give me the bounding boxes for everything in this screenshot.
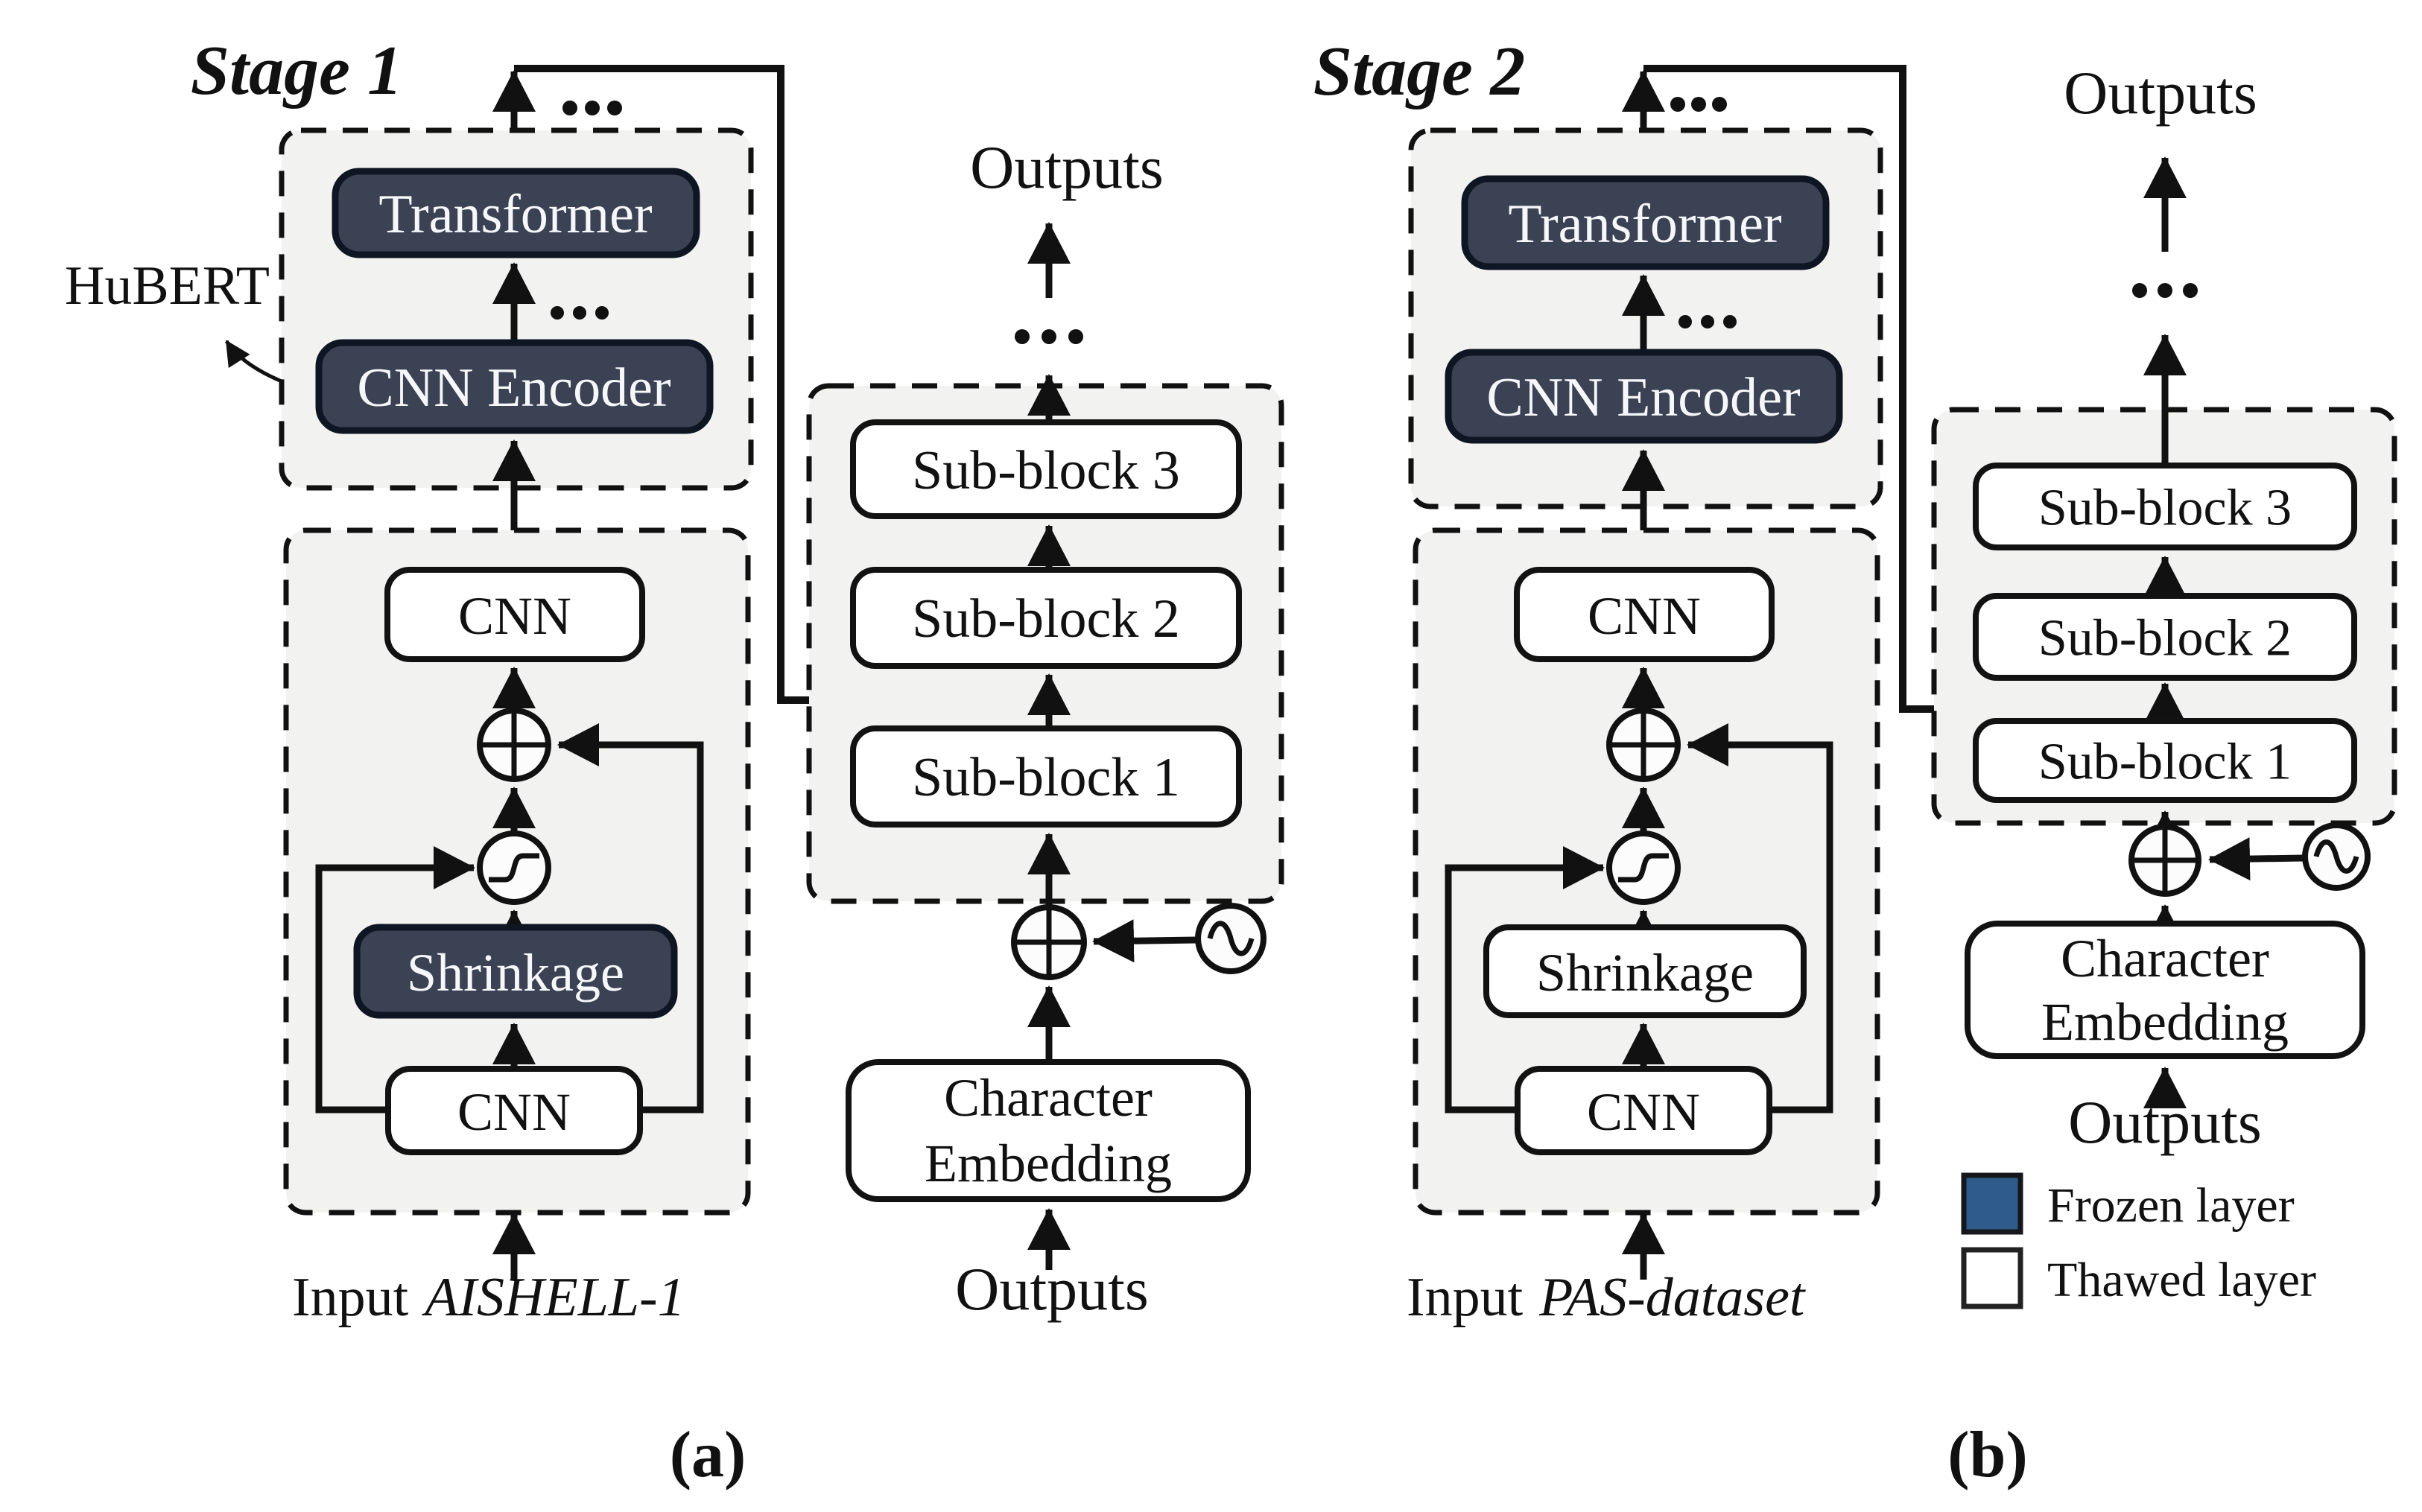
stage2-cnn-bottom-label: CNN (1587, 1082, 1700, 1142)
decoder-a-sub-block-2-box (850, 567, 1242, 669)
stage1-transformer-label: Transformer (378, 184, 652, 245)
decoder-b-sub-block-1-box (1973, 718, 2357, 803)
stage1-right-skip-connection (557, 723, 704, 1114)
stage1-shrinkage-box (353, 924, 678, 1019)
decoder-b-outputs-top: Outputs (2064, 59, 2257, 127)
sigmoid-node-icon (1606, 830, 1681, 905)
decoder-b-outputs-bottom: Outputs (2068, 1088, 2262, 1156)
decoder-a-sub-block-2-label: Sub-block 2 (912, 588, 1180, 649)
stage1-left-skip-connection (315, 846, 475, 1114)
stage1-transformer-box (332, 168, 700, 258)
stage2-cnn-top-box (1514, 567, 1775, 662)
stage1-cnn-top-box (384, 567, 645, 662)
positional-encoding-icon (2302, 822, 2371, 891)
pe-to-add-arrow (2208, 837, 2304, 881)
caption-a: (a) (670, 1419, 746, 1491)
stage2-transformer-label: Transformer (1508, 194, 1781, 255)
decoder-b-sub-block-3-label: Sub-block 3 (2038, 480, 2292, 537)
positional-encoding-icon (1195, 903, 1267, 974)
stage2-shrinkage-box (1483, 924, 1807, 1018)
hubert-pointer-arrow-icon (224, 340, 282, 384)
legend-thawed-swatch (1961, 1247, 2023, 1309)
stage1-shrinkage-label: Shrinkage (407, 943, 624, 1003)
decoder-a-sub-block-1-box (850, 725, 1242, 828)
decoder-b-char-embedding-line1: Character (2061, 929, 2269, 988)
add-node-icon (477, 708, 551, 782)
stage2-title: Stage 2 (1313, 33, 1526, 110)
stage2-input-dataset: PAS-dataset (1538, 1267, 1807, 1328)
legend-frozen-label: Frozen layer (2047, 1178, 2295, 1233)
stage2-left-skip-connection (1445, 846, 1605, 1114)
decoder-b-char-embedding-box (1965, 921, 2365, 1059)
add-node-icon (2128, 824, 2201, 897)
decoder-a-sub-block-1-label: Sub-block 1 (912, 747, 1180, 808)
decoder-a-char-embedding-line2: Embedding (925, 1134, 1172, 1193)
decoder-a-char-embedding-box (846, 1059, 1251, 1202)
stage1-title: Stage 1 (191, 32, 403, 109)
stage1-input-prefix: Input (292, 1267, 409, 1328)
add-node-icon (1606, 708, 1681, 782)
stage1-cnn-top-label: CNN (458, 586, 571, 646)
decoder-a-sub-block-3-box (850, 419, 1242, 519)
stage2-right-skip-connection (1687, 723, 1833, 1114)
ellipsis-icon (2132, 283, 2198, 298)
stage1-input-dataset: AISHELL-1 (421, 1267, 685, 1328)
ellipsis-icon (1015, 329, 1083, 344)
stage2-cnn-encoder-label: CNN Encoder (1486, 367, 1800, 428)
decoder-b-sub-block-2-label: Sub-block 2 (2038, 610, 2292, 667)
stage2-cnn-encoder-box (1445, 349, 1843, 444)
hubert-annotation-label: HuBERT (65, 255, 270, 317)
stage1-cnn-encoder-box (315, 339, 714, 434)
stage2-cnn-top-label: CNN (1588, 586, 1701, 646)
ellipsis-icon (1670, 97, 1727, 112)
legend-frozen-swatch (1961, 1172, 2023, 1235)
decoder-b-char-embedding-line2: Embedding (2041, 992, 2289, 1052)
decoder-b-sub-block-3-box (1973, 463, 2357, 550)
caption-b: (b) (1947, 1419, 2028, 1491)
decoder-b-sub-block-1-label: Sub-block 1 (2038, 734, 2292, 791)
decoder-a-outputs-top: Outputs (970, 133, 1164, 201)
ellipsis-icon (551, 306, 609, 320)
stage1-cnn-bottom-label: CNN (457, 1082, 571, 1142)
stage1-cnn-encoder-label: CNN Encoder (357, 358, 671, 419)
stage2-input-prefix: Input (1407, 1267, 1524, 1328)
ellipsis-icon (562, 101, 622, 115)
legend-thawed-label: Thawed layer (2047, 1253, 2316, 1307)
pe-to-add-arrow (1092, 919, 1197, 963)
sigmoid-node-icon (477, 830, 551, 905)
stage2-transformer-box (1461, 175, 1830, 270)
add-node-icon (1011, 904, 1087, 980)
decoder-a-outputs-bottom: Outputs (955, 1255, 1149, 1323)
decoder-a-char-embedding-line1: Character (944, 1068, 1153, 1128)
decoder-b-sub-block-2-box (1973, 593, 2357, 681)
ellipsis-icon (1678, 315, 1737, 328)
stage2-shrinkage-label: Shrinkage (1536, 943, 1754, 1003)
decoder-a-sub-block-3-label: Sub-block 3 (912, 440, 1180, 501)
